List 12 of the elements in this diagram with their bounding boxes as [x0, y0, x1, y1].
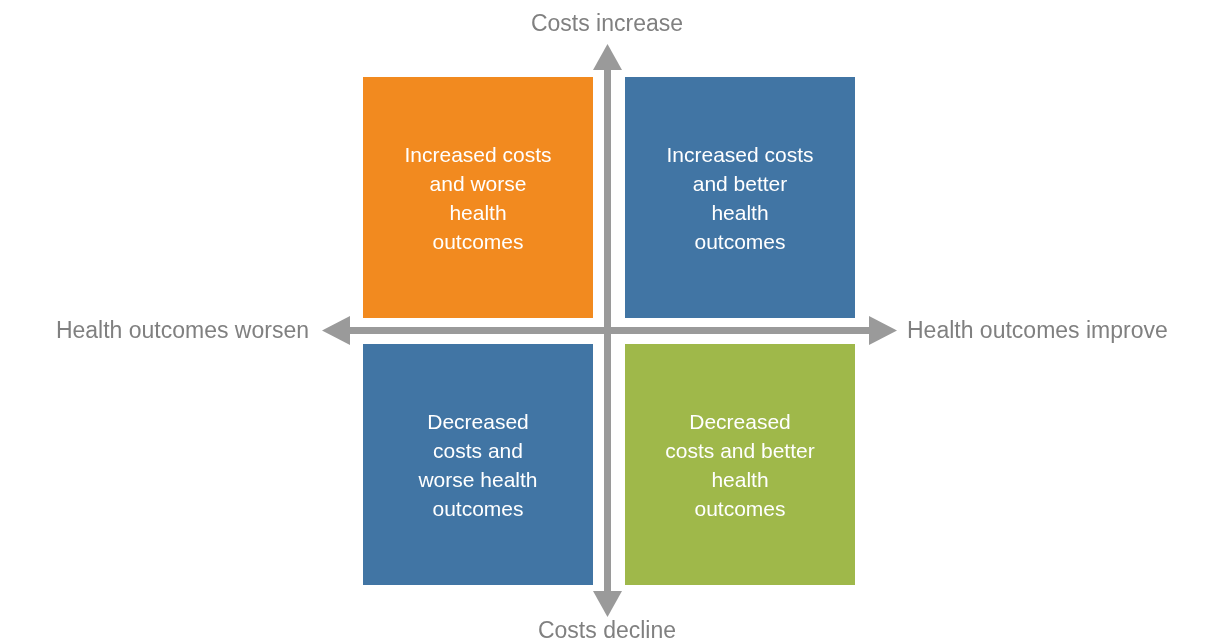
quadrant-text: Decreased costs and better health outcomes — [665, 408, 815, 522]
quadrant-text: Increased costs and worse health outcomes — [403, 141, 553, 255]
axis-label: Costs decline — [536, 616, 678, 644]
axis-label: Health outcomes improve — [907, 316, 1169, 345]
quadrant-box — [625, 344, 855, 585]
axis-label: Costs increase — [529, 9, 685, 38]
axis-label: Health outcomes worsen — [54, 316, 309, 345]
quadrant-text: Decreased costs and worse health outcomes — [417, 408, 539, 522]
quadrant-box — [363, 77, 593, 318]
quadrant-box — [625, 77, 855, 318]
quadrant-text: Increased costs and better health outcomes — [665, 141, 815, 255]
quadrant-box — [363, 344, 593, 585]
